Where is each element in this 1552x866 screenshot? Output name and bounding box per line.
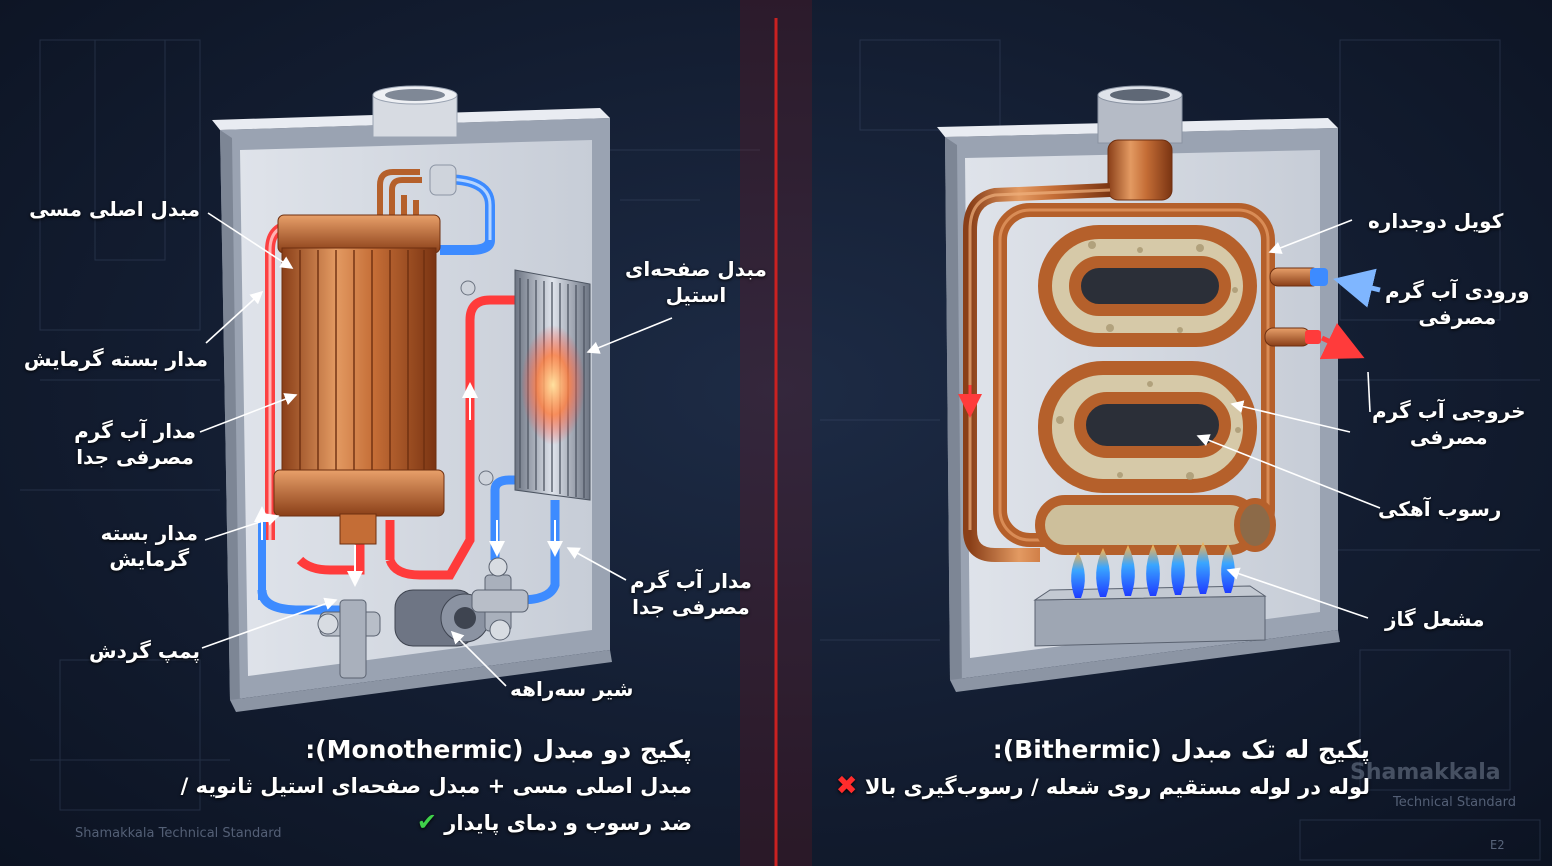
right-watermark-brand: Shamakkala	[1350, 760, 1501, 785]
right-leader-lines	[1196, 219, 1381, 619]
upper-coil	[1038, 225, 1257, 347]
cross-icon: ✖	[835, 771, 858, 801]
label-closed-heating-circuit: مدار بسته گرمایش	[23, 347, 208, 371]
left-caption: پکیج دو مبدل (Monothermic): مبدل اصلی مس…	[181, 732, 692, 841]
right-caption-line1-row: لوله در لوله مستقیم روی شعله / رسوب‌گیری…	[836, 768, 1370, 805]
right-watermark-sub: Technical Standard	[1393, 795, 1516, 810]
left-watermark: Shamakkala Technical Standard	[75, 826, 282, 841]
left-caption-line2: ضد رسوب و دمای پایدار	[444, 811, 692, 835]
blueprint-background	[20, 39, 1541, 861]
label-gas-burner: مشعل گاز	[1385, 607, 1485, 631]
left-caption-title: پکیج دو مبدل (Monothermic):	[305, 735, 692, 764]
label-dhw-inlet: ورودی آب گرم مصرفی	[1385, 279, 1530, 329]
label-limescale: رسوب آهکی	[1378, 497, 1502, 521]
label-three-way-valve: شیر سه‌راهه	[510, 677, 634, 701]
right-caption-title: پکیج له تک مبدل (Bithermic):	[992, 735, 1370, 764]
label-main-copper-exchanger: مبدل اصلی مسی	[29, 197, 200, 221]
label-dhw-outlet: خروجی آب گرم مصرفی	[1372, 399, 1526, 449]
right-boiler-bithermic	[937, 85, 1381, 692]
right-caption-line1: لوله در لوله مستقیم روی شعله / رسوب‌گیری…	[864, 775, 1370, 799]
sheet-number: E2	[1490, 838, 1505, 852]
label-circulation-pump: پمپ گردش	[89, 639, 200, 663]
right-caption: پکیج له تک مبدل (Bithermic): لوله در لول…	[836, 732, 1370, 805]
pump-and-valve-assembly	[317, 557, 529, 679]
label-separate-dhw-circuit: مدار آب گرم مصرفی جدا	[74, 419, 196, 469]
label-double-wall-coil: کویل دوجداره	[1368, 209, 1504, 233]
left-boiler-monothermic	[212, 85, 612, 712]
check-icon: ✔	[416, 808, 437, 836]
lower-coil	[1038, 361, 1257, 493]
left-caption-line2-row: ضد رسوب و دمای پایدار ✔	[181, 804, 692, 841]
label-separate-dhw-circuit-right: مدار آب گرم مصرفی جدا	[630, 569, 752, 619]
left-caption-line1: مبدل اصلی مسی + مبدل صفحه‌ای استیل ثانوی…	[180, 774, 692, 798]
label-steel-plate-exchanger: مبدل صفحه‌ای استیل	[625, 257, 767, 307]
label-closed-heating-circuit-lower: مدار بسته گرمایش	[100, 521, 198, 571]
left-leader-lines	[199, 212, 673, 687]
